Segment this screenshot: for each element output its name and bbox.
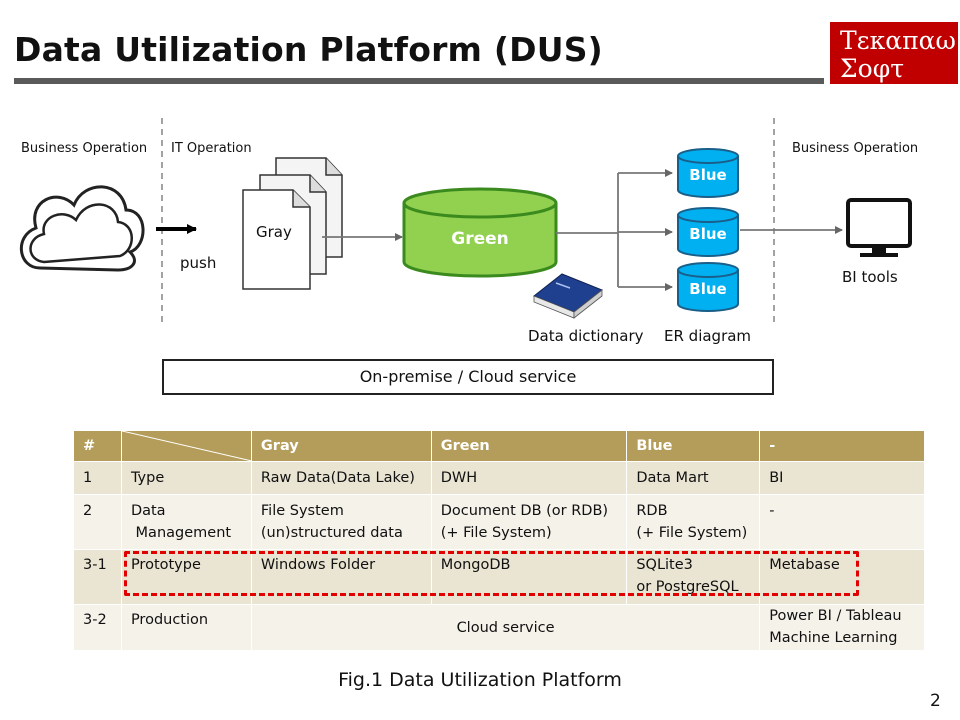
page-title: Data Utilization Platform (DUS) bbox=[14, 30, 603, 69]
row2-blue-line2: (+ File System) bbox=[636, 525, 748, 541]
row4-name: Production bbox=[120, 604, 252, 651]
row2-name: Data Management bbox=[120, 494, 252, 550]
zone-label-business-left: Business Operation bbox=[21, 141, 148, 156]
header-blue: Blue bbox=[626, 430, 761, 462]
row4-num: 3-2 bbox=[73, 604, 122, 651]
row2-green-line1: Document DB (or RDB) bbox=[440, 503, 609, 519]
diagonal-line bbox=[121, 431, 252, 461]
row3-green: MongoDB bbox=[430, 549, 628, 605]
row3-name: Prototype bbox=[120, 549, 252, 605]
row2-blue-line1: RDB bbox=[636, 503, 668, 519]
row4-merged: Cloud service bbox=[250, 604, 761, 651]
company-logo: Τεκαπαω Σοφτ bbox=[830, 22, 958, 84]
data-dictionary-label: Data dictionary bbox=[528, 327, 644, 345]
bi-tools-label: BI tools bbox=[842, 268, 898, 286]
table-row: 3-2 Production Cloud service Power BI / … bbox=[73, 604, 925, 651]
row2-blue: RDB (+ File System) bbox=[626, 494, 761, 550]
header-diagonal bbox=[120, 430, 252, 462]
book-icon bbox=[533, 273, 603, 319]
monitor-icon bbox=[846, 198, 912, 257]
green-database-icon bbox=[402, 187, 558, 278]
platform-box: On-premise / Cloud service bbox=[162, 359, 774, 395]
row1-blue: Data Mart bbox=[626, 461, 761, 495]
row2-other: - bbox=[759, 494, 925, 550]
row1-gray: Raw Data(Data Lake) bbox=[250, 461, 432, 495]
row2-gray-line2: (un)structured data bbox=[260, 525, 403, 541]
figure-caption: Fig.1 Data Utilization Platform bbox=[338, 669, 622, 691]
row3-other: Metabase bbox=[759, 549, 925, 605]
table-header-row: # Gray Green Blue - bbox=[73, 430, 925, 462]
dus-table: # Gray Green Blue - 1 Type Raw Data(Data… bbox=[73, 430, 925, 651]
er-diagram-label: ER diagram bbox=[664, 327, 752, 345]
zone-label-business-right: Business Operation bbox=[792, 141, 919, 156]
push-label: push bbox=[180, 254, 217, 272]
row3-blue: SQLite3 or PostgreSQL bbox=[626, 549, 761, 605]
green-label: Green bbox=[451, 229, 509, 249]
table-row: 3-1 Prototype Windows Folder MongoDB SQL… bbox=[73, 549, 925, 605]
row4-other: Power BI / Tableau Machine Learning bbox=[759, 604, 925, 651]
blue-database-icon-1 bbox=[677, 148, 739, 198]
table-row: 1 Type Raw Data(Data Lake) DWH Data Mart… bbox=[73, 461, 925, 495]
row3-num: 3-1 bbox=[73, 549, 122, 605]
blue-database-icon-3 bbox=[677, 262, 739, 312]
logo-line-1: Τεκαπαω bbox=[840, 26, 956, 55]
row1-green: DWH bbox=[430, 461, 628, 495]
table-row: 2 Data Management File System (un)struct… bbox=[73, 494, 925, 550]
row2-gray-line1: File System bbox=[260, 503, 344, 519]
zone-label-it: IT Operation bbox=[171, 141, 252, 156]
header-green: Green bbox=[430, 430, 628, 462]
row2-num: 2 bbox=[73, 494, 122, 550]
row4-other-line1: Power BI / Tableau bbox=[769, 608, 902, 624]
blue-label-1: Blue bbox=[689, 166, 727, 184]
header-num: # bbox=[73, 430, 122, 462]
gray-label: Gray bbox=[256, 223, 292, 241]
row3-blue-line1: SQLite3 bbox=[636, 557, 693, 573]
row2-gray: File System (un)structured data bbox=[250, 494, 432, 550]
row3-blue-line2: or PostgreSQL bbox=[636, 579, 739, 595]
row4-other-line2: Machine Learning bbox=[769, 630, 898, 646]
title-underline bbox=[14, 78, 824, 84]
blue-label-2: Blue bbox=[689, 225, 727, 243]
row2-green: Document DB (or RDB) (+ File System) bbox=[430, 494, 628, 550]
row3-gray: Windows Folder bbox=[250, 549, 432, 605]
logo-line-2: Σοφτ bbox=[840, 54, 905, 83]
header-other: - bbox=[759, 430, 925, 462]
header-gray: Gray bbox=[250, 430, 432, 462]
row1-num: 1 bbox=[73, 461, 122, 495]
document-stack-icon bbox=[242, 157, 343, 290]
cloud-icon bbox=[19, 185, 145, 272]
row2-name-line2: Management bbox=[130, 525, 232, 541]
row1-name: Type bbox=[120, 461, 252, 495]
row2-name-line1: Data bbox=[130, 503, 166, 519]
page-number: 2 bbox=[930, 691, 941, 711]
fanout-arrows bbox=[556, 169, 673, 291]
blue-database-icon-2 bbox=[677, 207, 739, 257]
row1-other: BI bbox=[759, 461, 925, 495]
row2-green-line2: (+ File System) bbox=[440, 525, 552, 541]
blue-label-3: Blue bbox=[689, 280, 727, 298]
